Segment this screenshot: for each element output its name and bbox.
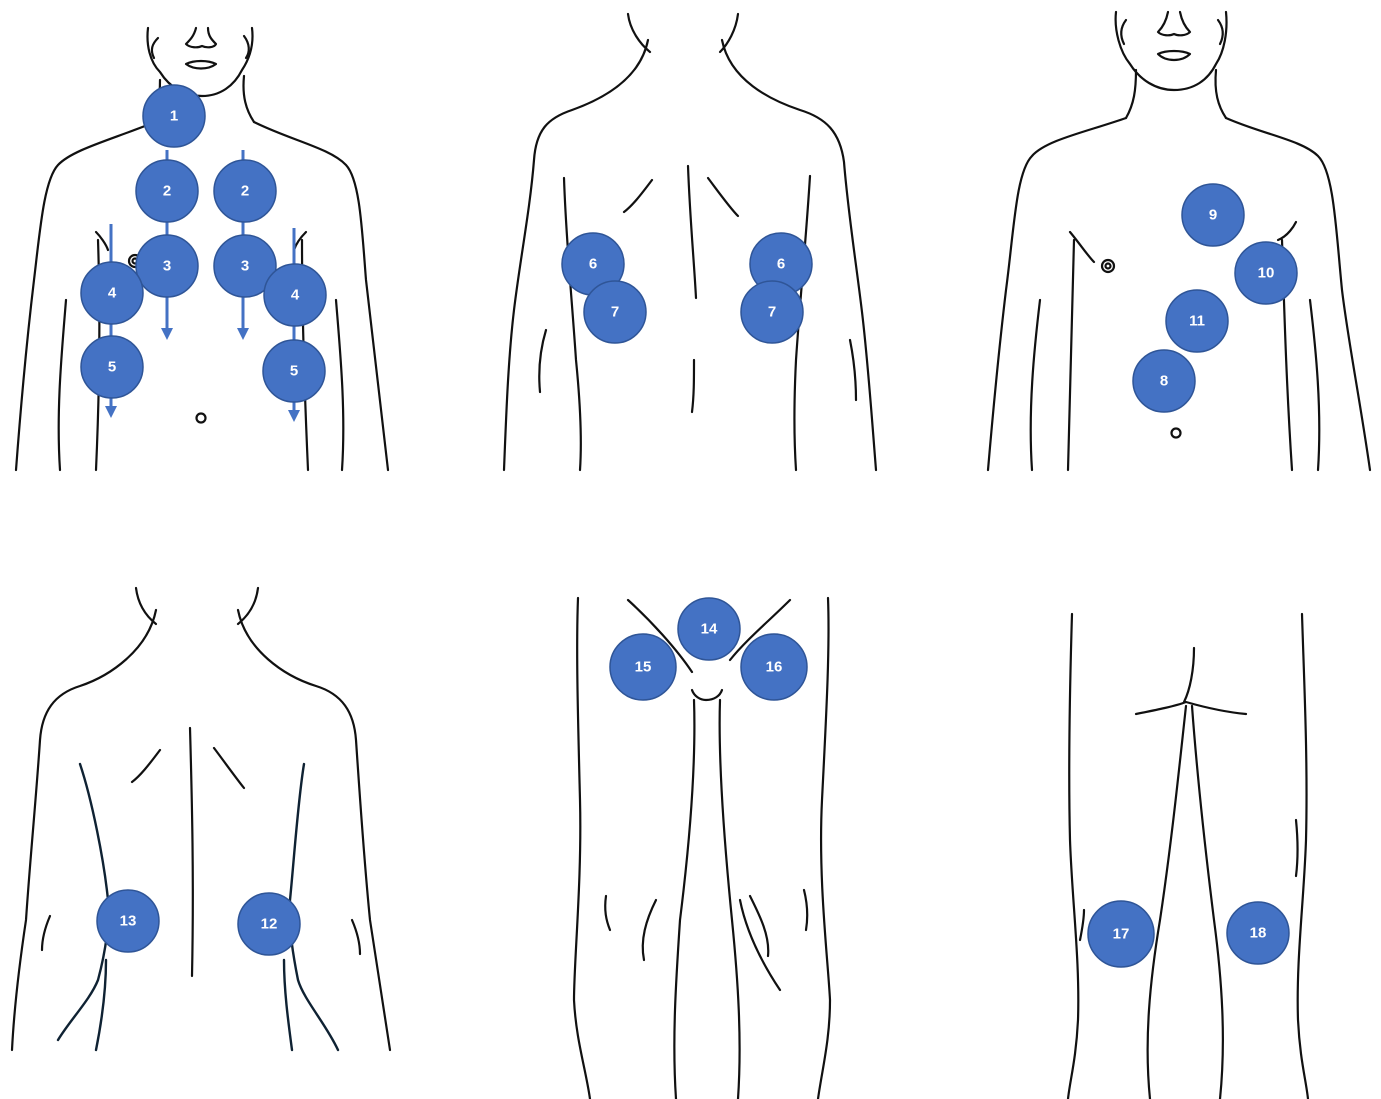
marker-label: 2	[241, 183, 249, 200]
marker-12: 12	[238, 893, 300, 955]
marker-label: 6	[777, 256, 785, 273]
marker-label: 3	[241, 258, 249, 275]
marker-2: 2	[136, 160, 198, 222]
marker-15: 15	[610, 634, 676, 700]
marker-label: 13	[120, 913, 137, 930]
marker-2: 2	[214, 160, 276, 222]
marker-3: 3	[136, 235, 198, 297]
marker-4: 4	[264, 264, 326, 326]
front-torso-figure-1	[16, 28, 388, 470]
marker-14: 14	[678, 598, 740, 660]
marker-17: 17	[1088, 901, 1154, 967]
marker-label: 17	[1113, 926, 1130, 943]
back-torso-figure-1	[504, 14, 876, 470]
marker-13: 13	[97, 890, 159, 952]
marker-label: 11	[1189, 313, 1205, 330]
marker-label: 10	[1258, 265, 1275, 282]
marker-18: 18	[1227, 902, 1289, 964]
marker-7: 7	[584, 281, 646, 343]
marker-label: 2	[163, 183, 171, 200]
back-legs-figure-2	[1068, 614, 1308, 1099]
back-torso-figure-2	[12, 588, 390, 1050]
marker-16: 16	[741, 634, 807, 700]
marker-label: 8	[1160, 373, 1168, 390]
marker-label: 16	[766, 659, 783, 676]
marker-label: 7	[611, 304, 619, 321]
marker-8: 8	[1133, 350, 1195, 412]
marker-9: 9	[1182, 184, 1244, 246]
marker-label: 3	[163, 258, 171, 275]
marker-label: 15	[635, 659, 652, 676]
marker-label: 1	[170, 108, 178, 125]
marker-7: 7	[741, 281, 803, 343]
marker-label: 5	[290, 363, 298, 380]
marker-label: 9	[1209, 207, 1217, 224]
marker-label: 7	[768, 304, 776, 321]
marker-4: 4	[81, 262, 143, 324]
marker-1: 1	[143, 85, 205, 147]
marker-label: 12	[261, 916, 278, 933]
marker-label: 18	[1250, 925, 1267, 942]
marker-label: 14	[701, 621, 718, 638]
marker-5: 5	[81, 336, 143, 398]
marker-label: 4	[291, 287, 300, 304]
marker-11: 11	[1166, 290, 1228, 352]
marker-10: 10	[1235, 242, 1297, 304]
marker-label: 4	[108, 285, 117, 302]
marker-label: 6	[589, 256, 597, 273]
marker-label: 5	[108, 359, 116, 376]
marker-5: 5	[263, 340, 325, 402]
